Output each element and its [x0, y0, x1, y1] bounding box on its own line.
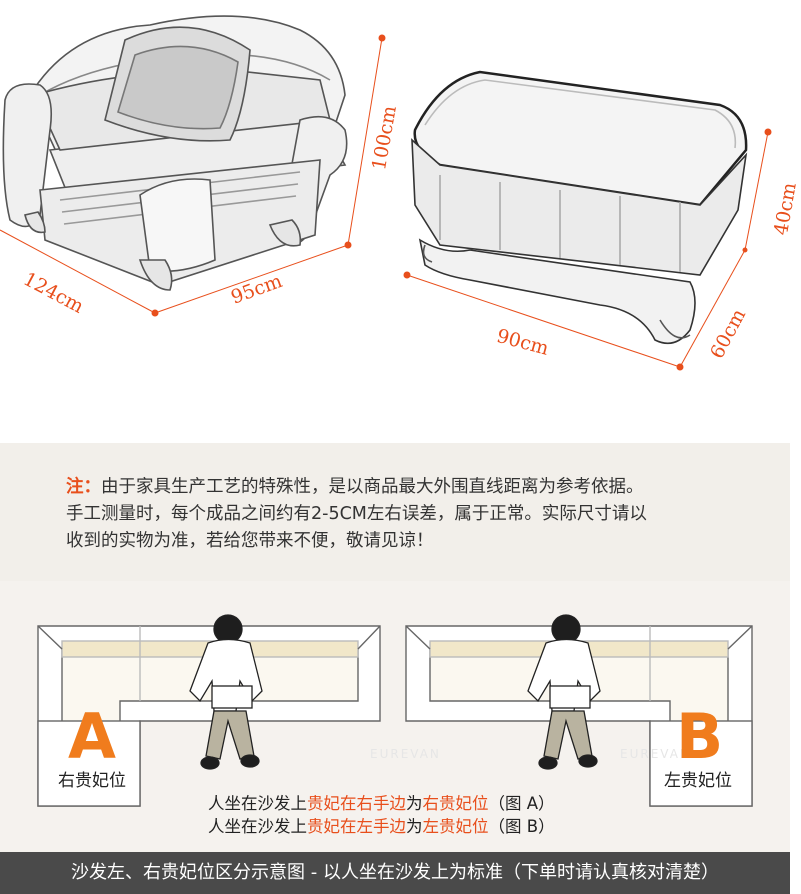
- armchair-dimension-lines: [0, 34, 386, 317]
- footer-text: 沙发左、右贵妃位区分示意图 - 以人坐在沙发上为标准（下单时请认真核对清楚）: [71, 862, 719, 883]
- ottoman-dimension-lines: [403, 128, 772, 371]
- sofa-diagram-a: [37, 625, 381, 807]
- caption-figure-b: 人坐在沙发上贵妃在左手边为左贵妃位（图 B）: [208, 817, 555, 836]
- note-line-2: 手工测量时，每个成品之间约有2-5CM左右误差，属于正常。实际尺寸请以: [66, 504, 647, 524]
- right-chaise-label: 右贵妃位: [58, 771, 126, 791]
- note-line-1: 注：由于家具生产工艺的特殊性，是以商品最大外围直线距离为参考依据。: [66, 474, 746, 501]
- footer-banner: 沙发左、右贵妃位区分示意图 - 以人坐在沙发上为标准（下单时请认真核对清楚）: [0, 852, 790, 894]
- note-line-1-text: 由于家具生产工艺的特殊性，是以商品最大外围直线距离为参考依据。: [101, 477, 644, 497]
- product-sketches: [0, 15, 772, 371]
- caption-figure-a: 人坐在沙发上贵妃在右手边为右贵妃位（图 A）: [208, 794, 555, 813]
- chaise-b-letter: B: [676, 700, 724, 773]
- sofa-diagrams: [37, 614, 753, 807]
- seated-person-a-icon: [189, 614, 263, 770]
- seated-person-b-icon: [527, 614, 601, 770]
- watermark-left: EUREVAN: [370, 747, 441, 761]
- left-chaise-label: 左贵妃位: [664, 771, 732, 791]
- ottoman-illustration: [411, 70, 748, 345]
- measurement-note: 注：由于家具生产工艺的特殊性，是以商品最大外围直线距离为参考依据。 手工测量时，…: [66, 474, 746, 555]
- dimension-section: 124cm 95cm 100cm 90cm 60cm 40cm: [0, 0, 801, 443]
- chaise-a-letter: A: [68, 700, 116, 773]
- watermark-right: EUREVAN: [620, 747, 691, 761]
- chaise-diagram-section: [0, 581, 790, 852]
- note-section: [0, 443, 790, 581]
- note-lead: 注：: [66, 477, 101, 497]
- note-line-3: 收到的实物为准，若给您带来不便，敬请见谅！: [66, 531, 434, 551]
- armchair-illustration: [2, 15, 348, 291]
